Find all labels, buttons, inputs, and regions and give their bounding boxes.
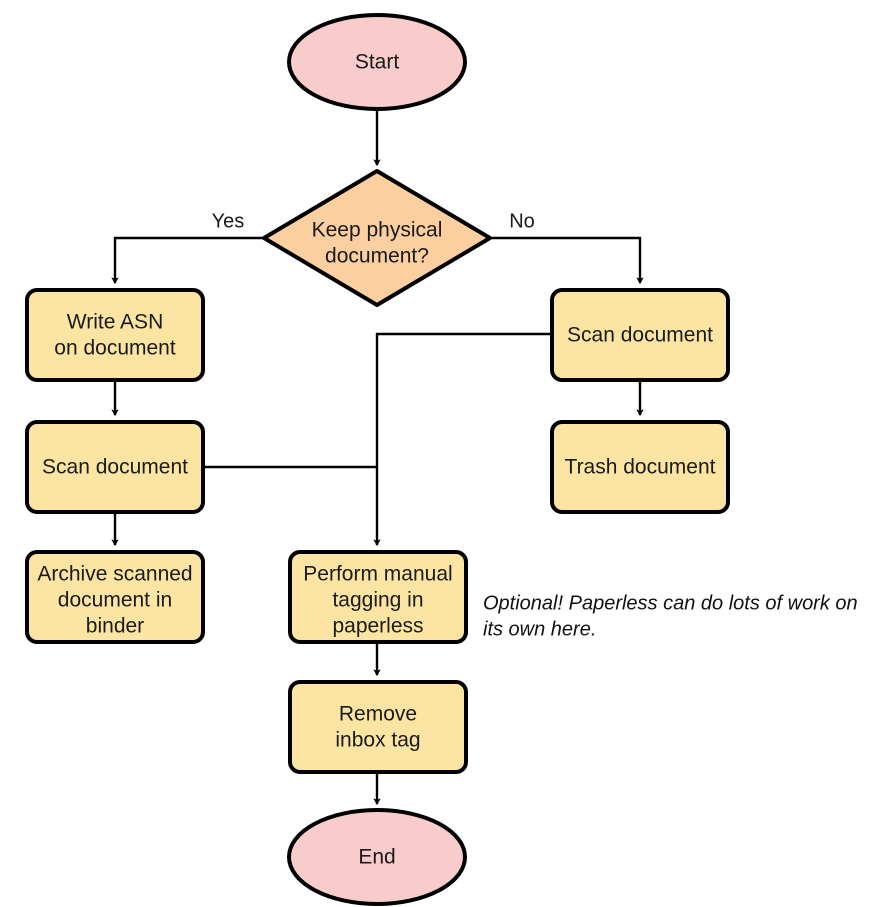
archive-binder-label-line-1: Archive scanned — [37, 563, 192, 586]
keep-physical-diamond[interactable] — [262, 169, 492, 307]
remove-inbox-tag-label-line-2: inbox tag — [335, 729, 420, 752]
node-scan-right[interactable]: Scan document — [550, 288, 730, 382]
scan-right-box[interactable] — [550, 288, 730, 382]
end-label: End — [358, 846, 395, 869]
keep-physical-label-line-1: Keep physical — [312, 219, 443, 242]
edge-scan-right-to-tagging — [373, 332, 552, 547]
write-asn-box[interactable] — [25, 288, 205, 382]
edge-label-yes: Yes — [212, 210, 245, 232]
node-manual-tagging[interactable]: Perform manual tagging in paperless — [288, 550, 468, 644]
trash-document-label: Trash document — [565, 456, 716, 479]
manual-tagging-label-line-2: tagging in — [332, 589, 423, 612]
start-ellipse[interactable] — [287, 13, 467, 111]
node-write-asn[interactable]: Write ASN on document — [25, 288, 205, 382]
edge-label-no: No — [509, 210, 535, 232]
edge-label-layer: Yes No — [212, 210, 535, 232]
write-asn-label-line-2: on document — [54, 337, 176, 360]
optional-note-line-2: its own here. — [483, 618, 596, 640]
scan-right-label: Scan document — [567, 324, 713, 347]
remove-inbox-tag-box[interactable] — [288, 680, 468, 774]
node-remove-inbox-tag[interactable]: Remove inbox tag — [288, 680, 468, 774]
manual-tagging-label-line-3: paperless — [332, 615, 423, 638]
keep-physical-label-line-2: document? — [325, 245, 429, 268]
end-ellipse[interactable] — [287, 808, 467, 906]
manual-tagging-label-line-1: Perform manual — [303, 563, 452, 586]
edge-decision-no — [490, 236, 644, 285]
node-trash-document[interactable]: Trash document — [550, 420, 730, 514]
node-keep-physical[interactable]: Keep physical document? — [262, 169, 492, 307]
edge-decision-yes — [111, 236, 264, 285]
node-scan-left[interactable]: Scan document — [25, 420, 205, 514]
trash-document-box[interactable] — [550, 420, 730, 514]
node-end[interactable]: End — [287, 808, 467, 906]
node-layer: Start Keep physical document? Write ASN … — [25, 13, 730, 906]
remove-inbox-tag-label-line-1: Remove — [339, 703, 417, 726]
archive-binder-label-line-2: document in — [58, 589, 172, 612]
manual-tagging-box[interactable] — [288, 550, 468, 644]
node-archive-binder[interactable]: Archive scanned document in binder — [25, 550, 205, 644]
optional-note-line-1: Optional! Paperless can do lots of work … — [483, 592, 858, 614]
archive-binder-label-line-3: binder — [86, 615, 144, 638]
node-start[interactable]: Start — [287, 13, 467, 111]
start-label: Start — [355, 51, 400, 74]
scan-left-label: Scan document — [42, 456, 188, 479]
write-asn-label-line-1: Write ASN — [67, 311, 163, 334]
scan-left-box[interactable] — [25, 420, 205, 514]
edge-layer — [111, 109, 644, 806]
archive-binder-box[interactable] — [25, 550, 205, 644]
optional-note: Optional! Paperless can do lots of work … — [483, 592, 858, 640]
